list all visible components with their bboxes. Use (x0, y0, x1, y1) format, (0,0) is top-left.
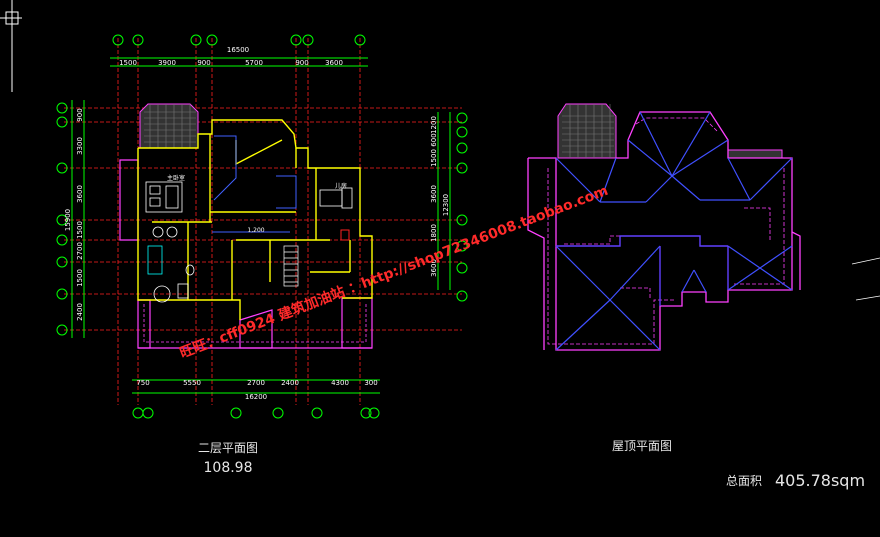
plan-area-left: 108.98 (204, 460, 253, 476)
dim-label: 3300 (76, 137, 84, 155)
dim-label: 3600 (430, 259, 438, 277)
room-label-master: 主卧室 (167, 174, 185, 182)
left-total-dim: 15900 (64, 209, 72, 231)
roof-outline-right (527, 111, 801, 351)
dim-label: 2400 (281, 379, 299, 387)
dim-label: 2700 (247, 379, 265, 387)
total-area-label: 总面积 (726, 474, 762, 488)
right-dims: 1200 600 1500 3600 1800 3600 (430, 116, 438, 277)
stair (283, 245, 299, 287)
bottom-total-dim: 16200 (245, 393, 267, 401)
plan-title-left: 二层平面图 (198, 441, 258, 455)
axis-bubbles-top (110, 34, 368, 67)
shop-watermark: 旺旺：cff0924 建筑加油站 ：http://shop72346008.ta… (177, 182, 610, 362)
top-total-dim: 16500 (227, 46, 249, 54)
roof-plan: 屋顶平面图 (527, 103, 801, 453)
dim-label: 4300 (331, 379, 349, 387)
dim-label: 900 (295, 59, 308, 67)
bathroom-fixtures (147, 245, 195, 303)
roof-strip-tiles (727, 149, 783, 159)
dim-label: 900 (197, 59, 210, 67)
left-dims: 900 3300 3600 1500 2700 1500 2400 (76, 108, 84, 321)
dim-label: 1800 (430, 224, 438, 242)
dim-label: 2400 (76, 303, 84, 321)
bed-furniture (145, 181, 183, 238)
dim-label: 3600 (430, 185, 438, 203)
inner-dim: 1,200 (247, 227, 264, 234)
dim-label: 1500 (430, 149, 438, 167)
dim-label: 3600 (76, 185, 84, 203)
bottom-dims: 750 5550 2700 2400 4300 300 (136, 379, 377, 387)
roof-ridges (555, 111, 793, 351)
interior-lines (212, 135, 297, 233)
dim-label: 5550 (183, 379, 201, 387)
bay-window-tiles (139, 103, 199, 149)
second-floor-plan: 16500 1500 3900 900 5700 900 3600 750 55… (56, 34, 468, 476)
dim-label: 1500 (76, 221, 84, 239)
dim-label: 3900 (158, 59, 176, 67)
roof-valleys (556, 235, 729, 306)
dim-label: 900 (76, 108, 84, 121)
dim-label: 1500 (76, 269, 84, 287)
top-dims: 1500 3900 900 5700 900 3600 (119, 59, 343, 67)
plan-title-right: 屋顶平面图 (612, 439, 672, 453)
red-marker (340, 229, 350, 241)
dim-label: 750 (136, 379, 149, 387)
dim-label: 5700 (245, 59, 263, 67)
axis-bubbles-right (437, 112, 468, 302)
roof-bay-tiles (557, 103, 617, 159)
dim-label: 3600 (325, 59, 343, 67)
total-area: 总面积 405.78sqm (726, 471, 865, 490)
axis-bubbles-bottom (132, 379, 380, 419)
dim-label: 600 (430, 133, 438, 146)
room-label-kids: 儿房 (335, 182, 347, 190)
dim-label: 1200 (430, 116, 438, 134)
crosshair-cursor-icon (0, 0, 22, 92)
total-area-value: 405.78sqm (775, 471, 865, 490)
axis-bubbles-left (56, 100, 85, 338)
dim-label: 300 (364, 379, 377, 387)
dim-label: 1500 (119, 59, 137, 67)
right-total-dim: 12300 (442, 194, 450, 216)
edge-marks (851, 257, 880, 301)
kids-room-furniture (319, 187, 353, 209)
dim-label: 2700 (76, 242, 84, 260)
axis-grid (64, 38, 462, 405)
walls (137, 119, 373, 320)
